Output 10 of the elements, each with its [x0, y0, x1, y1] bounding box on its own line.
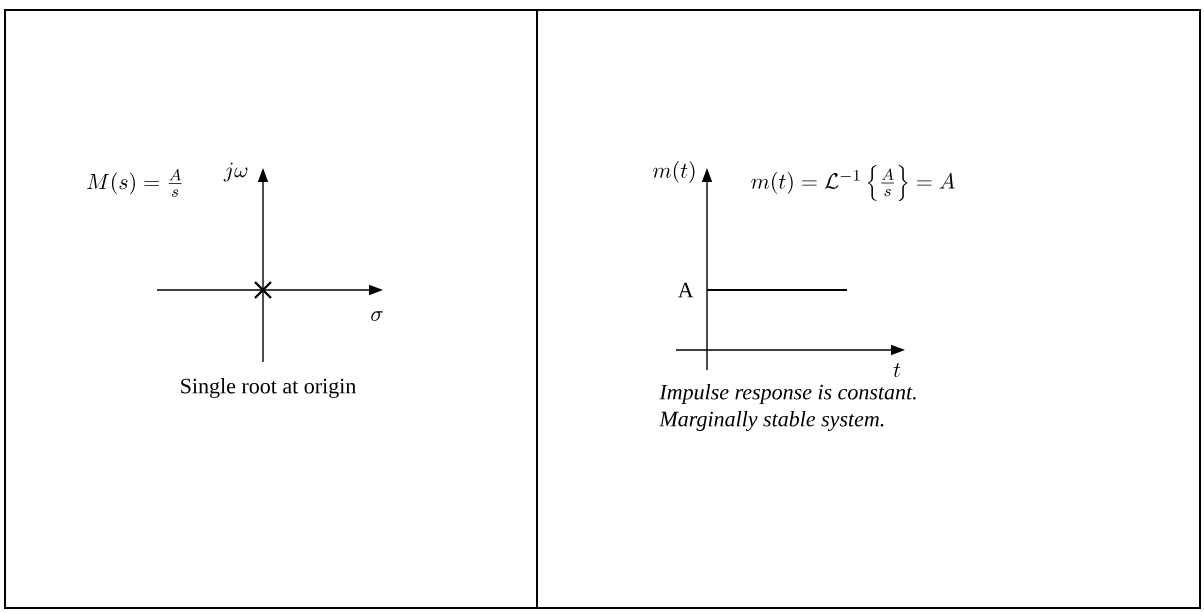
caption-text: Marginally stable system.: [659, 411, 884, 431]
caption-text: Single root at origin: [181, 378, 356, 398]
axis-label: $t$: [893, 363, 901, 377]
axis-label: $j\omega$: [223, 162, 248, 182]
level-label: A: [677, 282, 694, 298]
transfer-function-formula: $M(s)=\frac{A}{s}$: [87, 168, 182, 197]
axis-label: $\sigma$: [371, 311, 383, 321]
inverse-laplace-formula: $m(t)=\mathcal{L}^{-1}\left\{\frac{A}{s}\right\}=A$: [751, 165, 955, 201]
caption-text: Impulse response is constant.: [659, 384, 916, 404]
axis-label: $m(t)$: [653, 161, 695, 183]
